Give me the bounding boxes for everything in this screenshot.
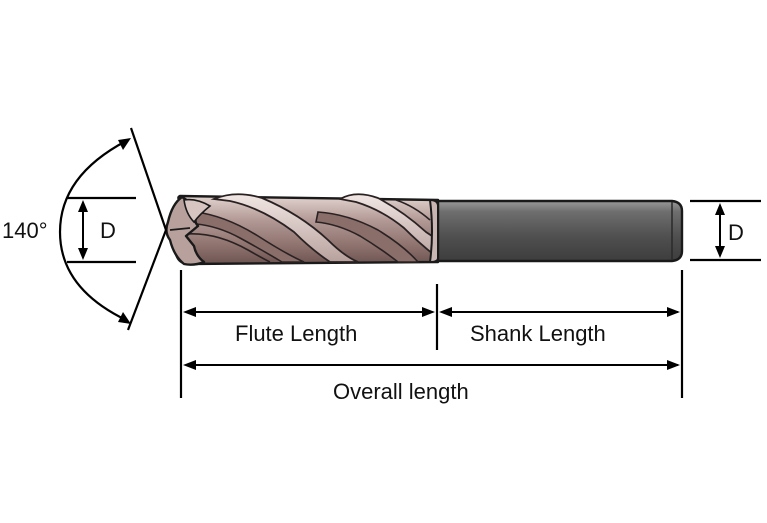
angle-annotation bbox=[58, 127, 168, 331]
diameter-right-label: D bbox=[728, 220, 744, 245]
diameter-left-annotation bbox=[67, 196, 136, 264]
shank-length-label: Shank Length bbox=[470, 321, 606, 346]
drill-tip bbox=[165, 195, 212, 266]
diameter-left-label: D bbox=[100, 218, 116, 243]
diameter-right-annotation bbox=[690, 199, 761, 262]
drill-shank bbox=[435, 199, 684, 263]
overall-length-label: Overall length bbox=[333, 379, 469, 404]
angle-label: 140° bbox=[2, 218, 48, 243]
flute-length-label: Flute Length bbox=[235, 321, 357, 346]
length-dimensions bbox=[179, 270, 684, 398]
drill-flute bbox=[174, 193, 440, 266]
